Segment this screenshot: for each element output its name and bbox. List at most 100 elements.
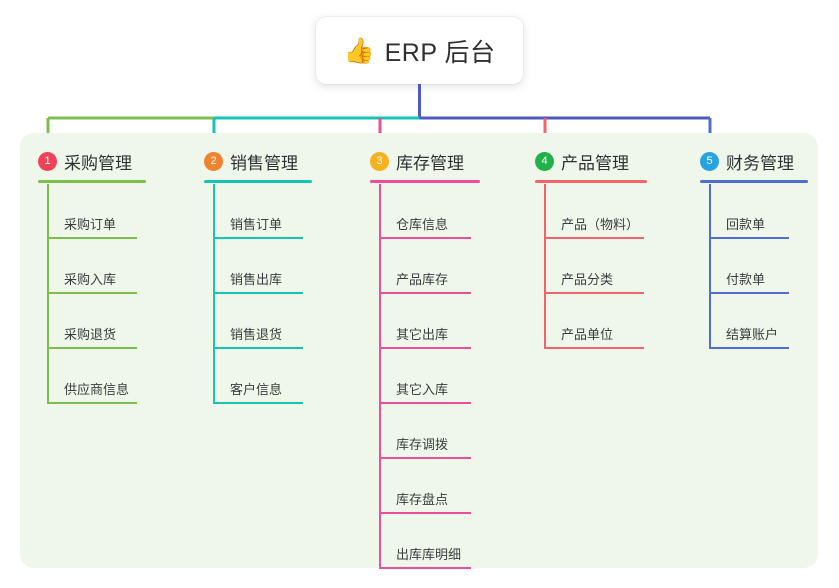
module-title: 产品管理 <box>561 153 629 173</box>
module-item-label: 产品（物料） <box>561 217 640 232</box>
module-item-list: 采购订单采购入库采购退货供应商信息 <box>38 184 137 404</box>
module-item-label: 其它入库 <box>396 382 449 397</box>
module-item-label: 产品分类 <box>561 272 614 287</box>
module-item-rule <box>379 292 471 294</box>
module-item-list: 销售订单销售出库销售退货客户信息 <box>204 184 303 404</box>
module-header-rule <box>370 180 480 183</box>
module-item[interactable]: 采购退货 <box>38 294 137 349</box>
module-item[interactable]: 出库库明细 <box>370 514 471 569</box>
module-item-rule <box>379 237 471 239</box>
module-column-2: 2 销售管理销售订单销售出库销售退货客户信息 <box>204 142 312 404</box>
module-item-label: 付款单 <box>726 272 766 287</box>
module-item-rule <box>47 292 137 294</box>
module-item-rule <box>379 512 471 514</box>
module-item-label: 库存调拨 <box>396 437 449 452</box>
module-header[interactable]: 3 库存管理 <box>370 142 464 180</box>
module-item-rule <box>47 402 137 404</box>
module-item[interactable]: 库存盘点 <box>370 459 471 514</box>
module-item-rule <box>47 237 137 239</box>
module-item[interactable]: 回款单 <box>700 184 794 239</box>
module-item-list: 回款单付款单结算账户 <box>700 184 794 349</box>
module-spine <box>379 184 381 569</box>
module-item-label: 销售出库 <box>230 272 283 287</box>
module-header[interactable]: 4 产品管理 <box>535 142 629 180</box>
module-item-rule <box>709 292 789 294</box>
module-item-rule <box>213 292 303 294</box>
module-column-3: 3 库存管理仓库信息产品库存其它出库其它入库库存调拨库存盘点出库库明细 <box>370 142 480 569</box>
module-item-label: 销售退货 <box>230 327 283 342</box>
module-item-label: 采购退货 <box>64 327 117 342</box>
module-item[interactable]: 销售出库 <box>204 239 303 294</box>
module-item-label: 仓库信息 <box>396 217 449 232</box>
module-item[interactable]: 产品库存 <box>370 239 471 294</box>
module-item-rule <box>379 402 471 404</box>
module-item[interactable]: 客户信息 <box>204 349 303 404</box>
module-item-label: 采购订单 <box>64 217 117 232</box>
module-column-5: 5 财务管理回款单付款单结算账户 <box>700 142 808 349</box>
module-item-rule <box>709 237 789 239</box>
module-header-rule <box>204 180 312 183</box>
module-item-label: 销售订单 <box>230 217 283 232</box>
module-item[interactable]: 其它入库 <box>370 349 471 404</box>
module-item-list: 产品（物料） 产品分类产品单位 <box>535 184 644 349</box>
module-item-rule <box>213 237 303 239</box>
module-number-badge: 4 <box>535 151 554 171</box>
module-number-badge: 2 <box>204 151 223 171</box>
module-item-label: 回款单 <box>726 217 766 232</box>
module-item[interactable]: 产品（物料） <box>535 184 644 239</box>
module-header[interactable]: 5 财务管理 <box>700 142 794 180</box>
module-item-label: 供应商信息 <box>64 382 130 397</box>
module-item-rule <box>379 347 471 349</box>
module-spine <box>709 184 711 349</box>
module-title: 库存管理 <box>396 153 464 173</box>
module-item[interactable]: 产品单位 <box>535 294 644 349</box>
module-item-rule <box>379 457 471 459</box>
module-header-rule <box>535 180 647 183</box>
module-number-badge: 1 <box>38 151 57 171</box>
module-header-rule <box>38 180 146 183</box>
module-item[interactable]: 其它出库 <box>370 294 471 349</box>
module-column-1: 1 采购管理采购订单采购入库采购退货供应商信息 <box>38 142 146 404</box>
module-item[interactable]: 产品分类 <box>535 239 644 294</box>
module-item[interactable]: 仓库信息 <box>370 184 471 239</box>
module-title: 销售管理 <box>230 153 298 173</box>
root-node-card[interactable]: 👍 ERP 后台 <box>316 17 523 84</box>
module-item-label: 出库库明细 <box>396 547 462 562</box>
module-item[interactable]: 销售订单 <box>204 184 303 239</box>
module-spine <box>47 184 49 404</box>
module-item-label: 其它出库 <box>396 327 449 342</box>
module-item[interactable]: 采购入库 <box>38 239 137 294</box>
module-number-badge: 5 <box>700 151 719 171</box>
module-item-label: 产品单位 <box>561 327 614 342</box>
module-item[interactable]: 采购订单 <box>38 184 137 239</box>
module-item[interactable]: 销售退货 <box>204 294 303 349</box>
module-item-rule <box>379 567 471 569</box>
module-title: 采购管理 <box>64 153 132 173</box>
module-item-rule <box>213 347 303 349</box>
module-item-rule <box>544 347 644 349</box>
module-header[interactable]: 1 采购管理 <box>38 142 132 180</box>
module-item[interactable]: 付款单 <box>700 239 794 294</box>
module-header-rule <box>700 180 808 183</box>
module-item-rule <box>544 237 644 239</box>
module-number-badge: 3 <box>370 151 389 171</box>
module-title: 财务管理 <box>726 153 794 173</box>
module-item[interactable]: 结算账户 <box>700 294 794 349</box>
module-item[interactable]: 供应商信息 <box>38 349 137 404</box>
module-spine <box>213 184 215 404</box>
module-item-label: 产品库存 <box>396 272 449 287</box>
module-item-label: 库存盘点 <box>396 492 449 507</box>
root-title: ERP 后台 <box>384 38 496 67</box>
module-column-4: 4 产品管理产品（物料） 产品分类产品单位 <box>535 142 647 349</box>
module-spine <box>544 184 546 349</box>
module-item-label: 结算账户 <box>726 327 779 342</box>
module-header[interactable]: 2 销售管理 <box>204 142 298 180</box>
module-item-label: 客户信息 <box>230 382 283 397</box>
module-item-rule <box>544 292 644 294</box>
module-item-label: 采购入库 <box>64 272 117 287</box>
module-item-rule <box>213 402 303 404</box>
modules-panel <box>20 133 818 568</box>
module-item[interactable]: 库存调拨 <box>370 404 471 459</box>
module-item-rule <box>709 347 789 349</box>
